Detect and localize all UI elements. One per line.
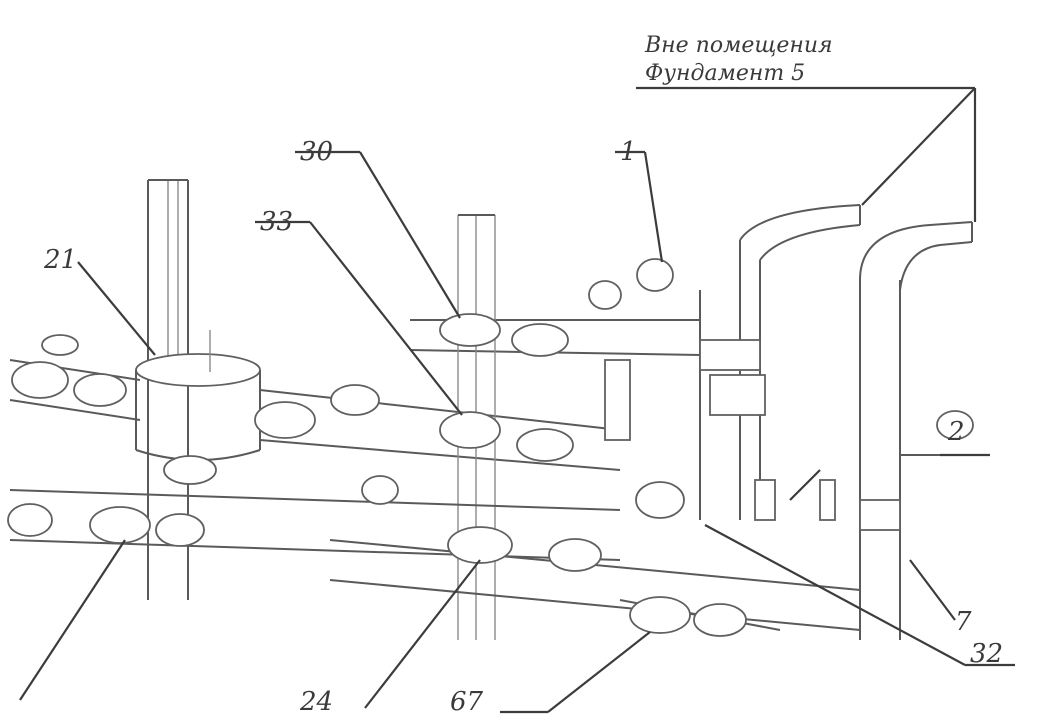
fittings [7,258,974,637]
vessel [135,330,261,461]
callout-24: 24 [299,687,333,717]
callout-21: 21 [43,245,77,275]
callout-33: 33 [260,207,293,237]
note-line-2: Фундамент 5 [645,61,805,86]
callout-30: 30 [300,137,333,167]
callout-2: 2 [947,417,965,447]
callout-7: 7 [955,607,972,637]
callout-1: 1 [620,137,637,167]
leader-lines [19,86,1015,714]
note-line-1: Вне помещения [644,33,833,58]
callout-67: 67 [450,687,484,717]
right-risers [699,204,973,640]
callout-32: 32 [970,639,1003,669]
